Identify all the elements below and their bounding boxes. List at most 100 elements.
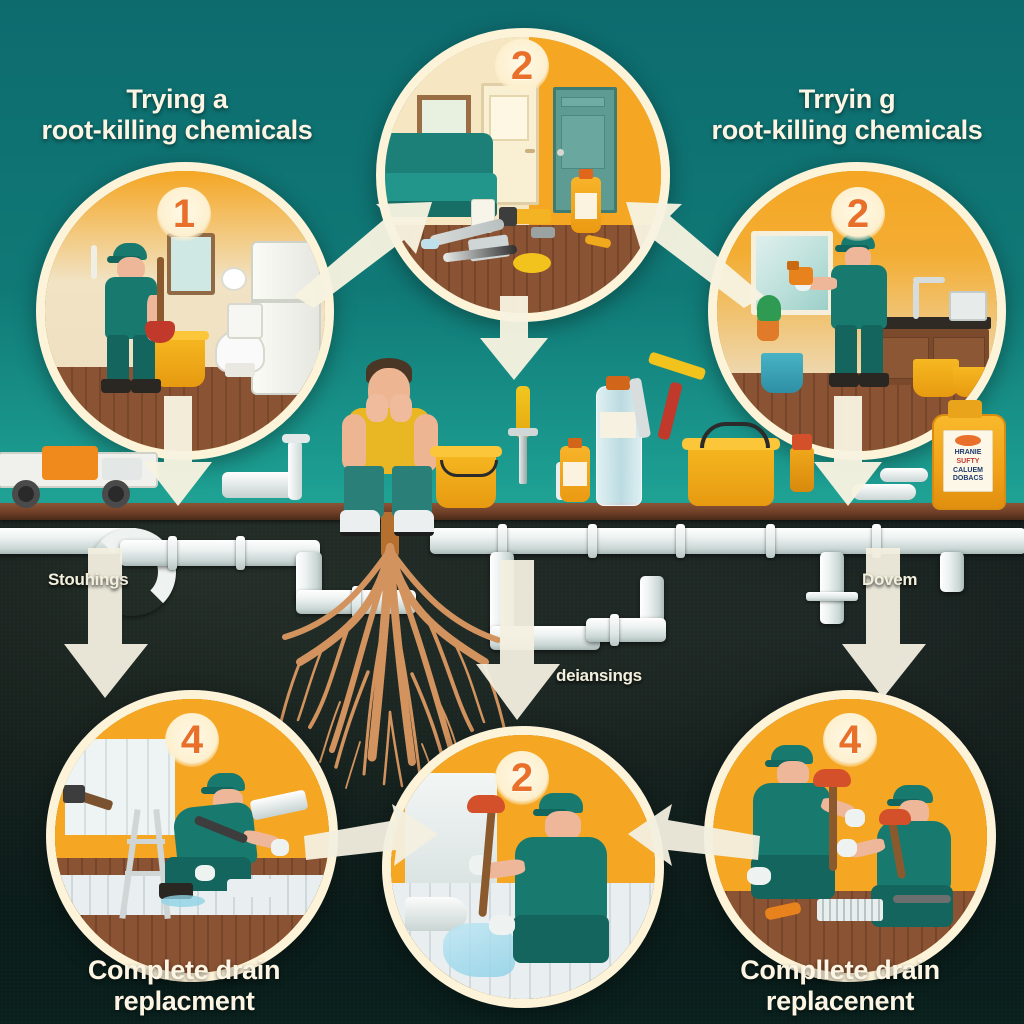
- step-badge: 2: [495, 39, 549, 93]
- bucket: [153, 335, 205, 387]
- pipe-collar: [168, 536, 177, 570]
- cabinet-divider: [251, 299, 317, 303]
- bottle-label: HRANIE SUFTY CALUEM DOBACS: [943, 430, 993, 492]
- plumber-leg-right: [133, 335, 155, 383]
- plumber-leg-right: [861, 325, 883, 377]
- blue-bucket: [761, 353, 803, 393]
- label-mid-right: Dovem: [862, 570, 918, 589]
- step-badge: 4: [823, 713, 877, 767]
- homeowner-shoe-left: [340, 510, 380, 536]
- blue-rag: [421, 239, 439, 249]
- faucet-stem: [913, 281, 919, 319]
- door-handle: [525, 149, 535, 153]
- arrow-down-bottom-left: [58, 548, 154, 698]
- pipe-cutter-body: [657, 381, 683, 441]
- plumber-leg-left: [107, 335, 129, 383]
- homeowner-hand-right: [390, 394, 412, 422]
- pipe-collar: [352, 586, 361, 618]
- pipe-collar: [498, 524, 507, 558]
- door-knob: [557, 149, 564, 156]
- label-bottom-right: Compllete drain replacenent: [740, 955, 940, 1017]
- plumber-glove: [837, 839, 857, 857]
- plumber-figure: [469, 793, 645, 973]
- bottle-cap: [948, 400, 982, 418]
- drain-brush: [817, 899, 883, 921]
- screwdriver-guard: [508, 428, 538, 436]
- pipe-collar: [236, 536, 245, 570]
- truck-wheel: [12, 480, 40, 508]
- bottle-line-3: CALUEM: [953, 466, 983, 474]
- plumber-face: [777, 761, 809, 787]
- ladder-step: [125, 871, 167, 876]
- label-bottom-left: Complete drain replacment: [87, 955, 281, 1017]
- spray-bottle: [789, 267, 813, 285]
- plumber-torso: [753, 783, 831, 861]
- toilet-paper-roll: [221, 267, 247, 291]
- bucket-rim: [149, 331, 209, 340]
- plumber-glove: [845, 809, 865, 827]
- frustrated-homeowner: [330, 358, 448, 536]
- orange-bucket-small: [953, 367, 987, 397]
- homeowner-arm-right: [414, 414, 438, 472]
- arrow-1-to-2: [288, 198, 438, 308]
- homeowner-hand-left: [366, 394, 388, 422]
- bottle-line-2: SUFTY: [956, 457, 980, 465]
- door-panel: [561, 115, 605, 169]
- orange-bucket: [913, 359, 959, 397]
- plumber-torso: [515, 837, 607, 923]
- pipe-collar: [676, 524, 685, 558]
- plumber-figure: [795, 229, 917, 389]
- small-canister: [790, 448, 814, 492]
- pipe-segment: [120, 540, 320, 566]
- tape-measure: [513, 253, 551, 273]
- screwdriver-handle: [516, 386, 530, 438]
- label-top-right: Trryin g root-killing chemicals: [711, 84, 983, 146]
- step-4-pipe-dig-scene[interactable]: 4: [46, 690, 338, 982]
- homeowner-leg-left: [344, 466, 384, 518]
- plumber-glove: [195, 865, 215, 881]
- plant-pot: [757, 317, 779, 341]
- pipe-cutter-handle: [647, 351, 707, 381]
- pipe-riser: [940, 552, 964, 592]
- homeowner-leg-right: [392, 466, 432, 518]
- pipe-collar: [588, 524, 597, 558]
- plant-leaves: [757, 295, 781, 321]
- pipe-collar: [806, 592, 858, 601]
- truck-cab: [42, 446, 98, 480]
- pipe-tee: [282, 434, 310, 443]
- bucket-rim: [430, 446, 502, 457]
- water-bottle-label: [600, 412, 636, 438]
- root-killer-bottle: HRANIE SUFTY CALUEM DOBACS: [932, 400, 1006, 510]
- label-top-left: Trying a root-killing chemicals: [41, 84, 313, 146]
- loose-pipe: [222, 472, 294, 498]
- plumber-torso: [831, 265, 887, 329]
- ground-surface-line: [0, 503, 1024, 520]
- step-2-floor-plunger-scene[interactable]: 2: [382, 726, 664, 1008]
- step-2-tools-room-scene[interactable]: 2: [376, 28, 670, 322]
- main-pipe: [430, 528, 1024, 554]
- canister-nozzle: [792, 434, 812, 450]
- plumber-legs: [871, 885, 953, 927]
- pipe-piece: [227, 879, 279, 897]
- toilet-base: [225, 363, 255, 377]
- plumber-boot-right: [131, 379, 161, 393]
- bolts: [531, 227, 555, 238]
- bottle-label: [563, 462, 587, 486]
- plumber-cap: [533, 793, 583, 816]
- step-badge: 1: [157, 187, 211, 241]
- plunger-handle: [829, 783, 837, 871]
- step-2-kitchen-sink-scene[interactable]: 2: [708, 162, 1006, 460]
- plumber-glove: [271, 839, 289, 856]
- plumber-glove: [489, 915, 515, 935]
- arrow-down-center-top: [476, 296, 552, 380]
- mirror: [167, 233, 215, 295]
- step-badge: 2: [495, 751, 549, 805]
- sink-basin: [949, 291, 987, 321]
- arrow-down-bottom-right: [836, 548, 932, 698]
- bottle-line-1: HRANIE: [954, 449, 982, 456]
- truck-wheel: [102, 480, 130, 508]
- bottle-cap: [579, 169, 593, 179]
- bucket-handle: [440, 460, 498, 477]
- arrow-down-right: [810, 396, 886, 506]
